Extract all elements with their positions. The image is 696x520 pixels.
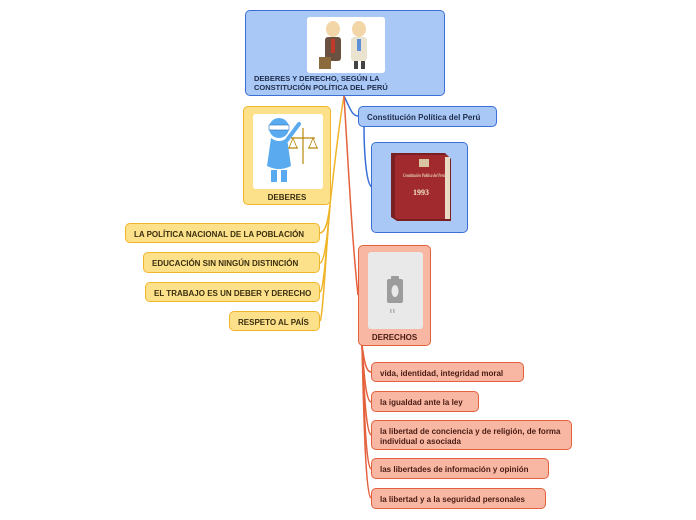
derechos-item[interactable]: vida, identidad, integridad moral — [371, 362, 524, 382]
deberes-label: DEBERES — [267, 193, 307, 202]
root-node[interactable]: DEBERES Y DERECHO, SEGÚN LA CONSTITUCIÓN… — [245, 10, 445, 96]
book-image: Constitución Política del Perú 1993 — [385, 151, 456, 225]
constitution-book-node[interactable]: Constitución Política del Perú 1993 — [371, 142, 468, 233]
book-title: Constitución Política del Perú — [403, 174, 445, 179]
image-placeholder — [368, 252, 423, 329]
businessmen-illustration — [307, 17, 385, 73]
deberes-item[interactable]: EL TRABAJO ES UN DEBER Y DERECHO — [145, 282, 320, 302]
deberes-node[interactable]: DEBERES — [243, 106, 331, 205]
deberes-item[interactable]: RESPETO AL PAÍS — [229, 311, 320, 331]
derechos-label: DERECHOS — [371, 333, 418, 342]
derechos-item[interactable]: la libertad y a la seguridad personales — [371, 488, 546, 509]
derechos-item[interactable]: la igualdad ante la ley — [371, 391, 479, 412]
constitution-label: Constitución Política del Perú — [367, 113, 481, 122]
justice-figure-illustration — [253, 114, 323, 189]
constitution-node[interactable]: Constitución Política del Perú — [358, 106, 497, 127]
derechos-item[interactable]: las libertades de información y opinión — [371, 458, 549, 479]
derechos-node[interactable]: DERECHOS — [358, 245, 431, 346]
book-year: 1993 — [413, 188, 429, 197]
deberes-item[interactable]: EDUCACIÓN SIN NINGÚN DISTINCIÓN — [143, 252, 320, 273]
camera-icon — [387, 276, 403, 313]
derechos-item[interactable]: la libertad de conciencia y de religión,… — [371, 420, 572, 450]
deberes-item[interactable]: LA POLÍTICA NACIONAL DE LA POBLACIÓN — [125, 223, 320, 243]
root-title: DEBERES Y DERECHO, SEGÚN LA CONSTITUCIÓN… — [254, 74, 388, 92]
